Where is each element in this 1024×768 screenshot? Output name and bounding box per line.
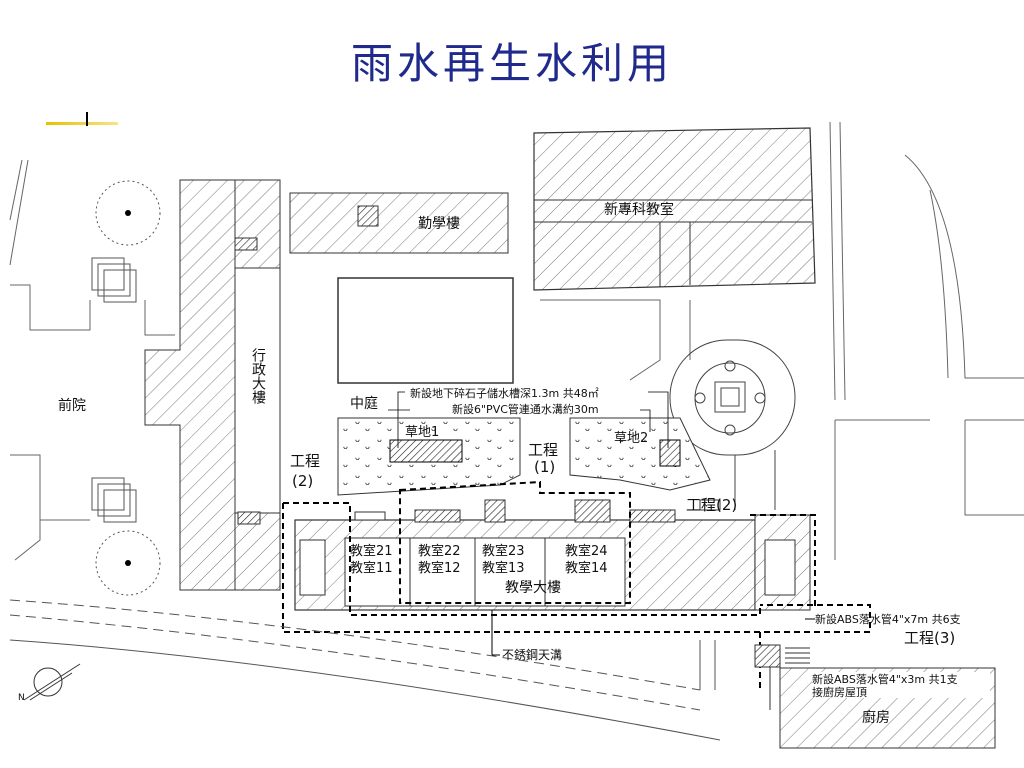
pvc-pipe-note: 新設6"PVC管連通水溝約30m: [452, 402, 599, 416]
svg-text:教室13: 教室13: [482, 560, 525, 576]
teaching-building-label: 教學大樓: [505, 580, 561, 596]
gravel-tank-2: [659, 439, 681, 467]
abs-pipe-1-note-line2: 接廚房屋頂: [812, 685, 867, 699]
roundabout: [669, 339, 796, 510]
title-accent-tick: [86, 112, 88, 126]
project3-label: 工程(3): [904, 629, 955, 647]
project2-left-label-a: 工程: [290, 452, 320, 470]
front-yard-label: 前院: [58, 397, 86, 414]
abs-pipe-6-note: 新設ABS落水管4"x7m 共6支: [815, 612, 961, 626]
bottom-road: [9, 599, 721, 741]
kitchen-stair: [754, 644, 810, 710]
svg-text:教室24: 教室24: [565, 543, 608, 559]
project-outlines: [282, 480, 871, 690]
courtyard-lawn-right: [569, 417, 711, 491]
left-boundary: [9, 159, 175, 561]
svg-text:教室11: 教室11: [350, 560, 393, 576]
project1-label-b: (1): [534, 458, 555, 476]
lawn1-label: 草地1: [405, 425, 439, 440]
tree-bottom: [95, 530, 161, 596]
svg-text:教室23: 教室23: [482, 543, 525, 559]
gravel-tank-note: 新設地下碎石子儲水槽深1.3m 共48㎡: [410, 386, 599, 400]
abs-pipe-1-note-line1: 新設ABS落水管4"x3m 共1支: [812, 672, 958, 686]
svg-text:N: N: [18, 693, 25, 703]
planter-bottom: [91, 477, 137, 523]
tree-top: [95, 180, 161, 246]
note-leaders: [388, 391, 669, 448]
stainless-gutter-label: 不銹鋼天溝: [502, 648, 562, 662]
vocational-building-label: 新專科教室: [604, 201, 674, 218]
sports-field: [337, 277, 514, 384]
project1-label-a: 工程: [528, 441, 558, 459]
campus-site-plan: ᴗ ᴗ 前院 行政大樓 勤學樓: [9, 121, 1024, 749]
gravel-tank-1: [389, 439, 463, 463]
lawn2-label: 草地2: [614, 431, 648, 446]
right-roads: [540, 121, 1024, 560]
slide-title: 雨水再生水利用: [350, 39, 673, 88]
qinxue-building-label: 勤學樓: [418, 216, 460, 232]
classroom-labels: 教室21 教室11 教室22 教室12 教室23 教室13 教室24 教室14: [350, 543, 608, 576]
svg-text:教室12: 教室12: [418, 560, 461, 576]
project2-right-label: 工程(2): [686, 496, 737, 514]
svg-text:教室14: 教室14: [565, 560, 608, 576]
project2-left-label-b: (2): [292, 472, 313, 490]
title-accent-bar: [46, 122, 118, 125]
admin-building: [144, 179, 281, 591]
svg-text:教室21: 教室21: [350, 543, 393, 559]
kitchen-label: 廚房: [862, 709, 890, 726]
svg-text:教室22: 教室22: [418, 543, 461, 559]
courtyard-label: 中庭: [350, 395, 378, 412]
planter-top: [91, 257, 137, 303]
qinxue-building: [289, 192, 509, 254]
vocational-building: [533, 127, 816, 291]
north-arrow-icon: N: [18, 663, 81, 703]
teaching-building: [294, 499, 811, 611]
